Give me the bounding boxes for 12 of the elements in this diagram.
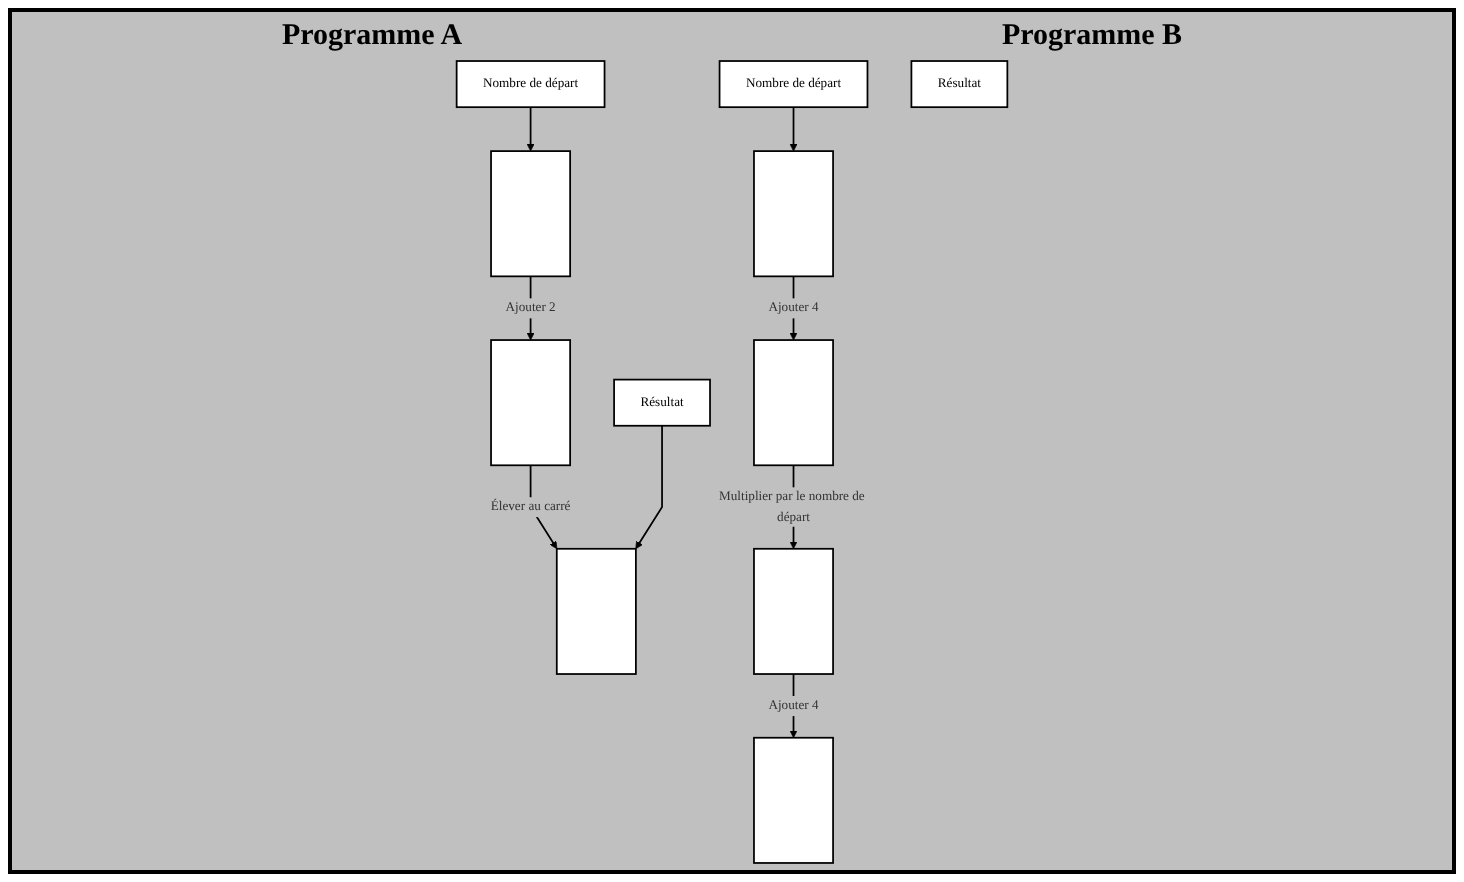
node-box: [490, 150, 571, 278]
program-heading: Programme A: [281, 20, 463, 54]
arrow: [526, 106, 535, 152]
program-heading: Programme B: [1001, 20, 1183, 54]
node-box: [555, 547, 637, 675]
node-box: [490, 339, 571, 467]
arrow: [789, 106, 798, 152]
node-box: [753, 339, 834, 467]
node-box: [753, 547, 834, 675]
node-box: [753, 150, 834, 278]
arrow: [635, 424, 663, 550]
node-box: [753, 736, 834, 864]
